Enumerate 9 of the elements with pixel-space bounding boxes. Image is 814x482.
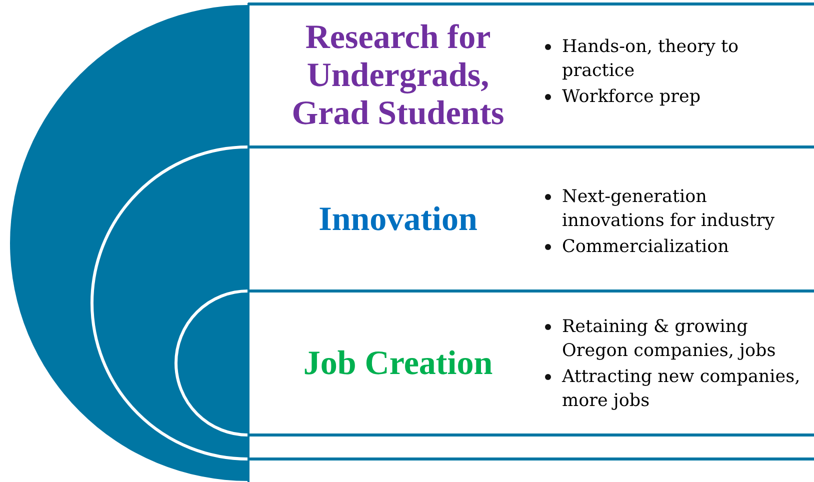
section-heading: Job Creation	[303, 345, 493, 383]
bullet-item: Hands-on, theory to practice	[542, 35, 810, 83]
section-heading: Research for Undergrads, Grad Students	[290, 19, 506, 133]
bullet-item: Workforce prep	[542, 85, 810, 109]
bullet-item: Next-generation innovations for industry	[542, 185, 810, 233]
section-heading: Innovation	[318, 201, 478, 239]
bullet-item: Retaining & growing Oregon companies, jobs	[542, 315, 810, 363]
bullet-item: Commercialization	[542, 235, 810, 259]
bullet-item: Attracting new companies, more jobs	[542, 365, 810, 413]
